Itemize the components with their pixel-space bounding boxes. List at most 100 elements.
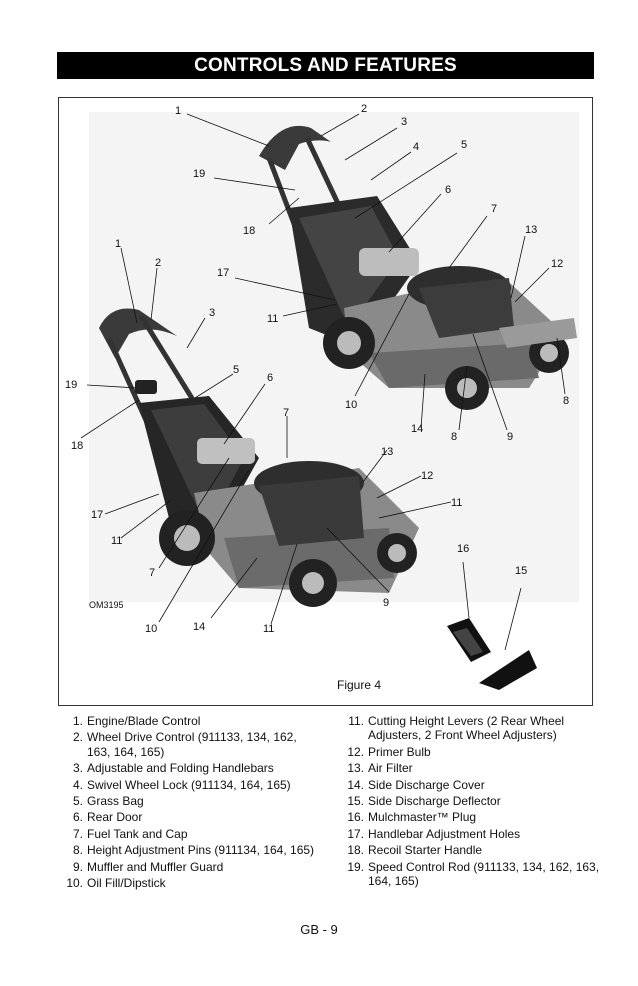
list-item: 4. Swivel Wheel Lock (911134, 164, 165) [62, 778, 322, 792]
list-item: 7. Fuel Tank and Cap [62, 827, 322, 841]
item-number: 15. [347, 794, 364, 809]
item-text: Fuel Tank and Cap [87, 826, 188, 841]
callout-label: 18 [243, 225, 256, 237]
item-text: Primer Bulb [368, 744, 431, 759]
callout-label: 13 [525, 224, 538, 236]
list-item: 10. Oil Fill/Dipstick [62, 876, 322, 890]
callout-label: 1 [115, 238, 122, 250]
callout-label: 16 [457, 543, 470, 555]
callout-label: 10 [145, 623, 158, 635]
list-item: 8. Height Adjustment Pins (911134, 164, 1… [62, 843, 322, 857]
figure-illustration: 1 2 3 4 5 19 6 7 18 13 1 2 17 12 3 11 5 … [58, 97, 593, 706]
list-item: 2. Wheel Drive Control (911133, 134, 162,… [62, 730, 322, 759]
item-text: Adjustable and Folding Handlebars [87, 761, 274, 776]
list-item: 1. Engine/Blade Control [62, 714, 322, 728]
item-number: 10. [66, 876, 83, 891]
callout-label: 15 [515, 565, 528, 577]
callout-label: 8 [563, 395, 570, 407]
callout-label: 7 [283, 407, 290, 419]
list-item: 3. Adjustable and Folding Handlebars [62, 761, 322, 775]
item-number: 9. [72, 859, 83, 874]
callout-label: 11 [111, 535, 123, 547]
callout-label: 4 [413, 141, 420, 153]
item-number: 4. [72, 777, 83, 792]
list-item: 19. Speed Control Rod (911133, 134, 162, … [343, 860, 603, 889]
callout-label: 3 [401, 116, 408, 128]
item-text: Engine/Blade Control [87, 714, 201, 728]
item-number: 8. [72, 843, 83, 858]
list-item: 13.Air Filter [343, 761, 603, 775]
item-number: 7. [72, 826, 83, 841]
item-text: Height Adjustment Pins (911134, 164, 165… [87, 843, 315, 858]
callout-label: 6 [267, 372, 274, 384]
item-text: Muffler and Muffler Guard [87, 859, 224, 874]
callout-label: 12 [551, 258, 564, 270]
rear-mower-drawing [259, 125, 577, 410]
item-number: 16. [347, 810, 364, 825]
front-mower-drawing [99, 308, 419, 607]
item-number: 13. [347, 761, 364, 776]
item-text: Mulchmaster™ Plug [368, 810, 477, 825]
item-number: 2. [72, 730, 83, 745]
callout-label: 18 [71, 440, 84, 452]
callout-label: 17 [91, 509, 104, 521]
item-text: Grass Bag [87, 794, 144, 809]
callout-label: 17 [217, 267, 230, 279]
list-item: 17.Handlebar Adjustment Holes [343, 827, 603, 841]
item-number: 5. [72, 794, 83, 809]
figure-code: OM3195 [89, 600, 124, 610]
item-text: Speed Control Rod (911133, 134, 162, 163… [368, 859, 600, 889]
callout-label: 14 [193, 621, 206, 633]
callout-label: 2 [155, 257, 162, 269]
callout-label: 7 [149, 567, 156, 579]
callout-label: 19 [65, 379, 78, 391]
callout-label: 7 [491, 203, 498, 215]
item-number: 19. [347, 859, 364, 874]
callout-label: 8 [451, 431, 458, 443]
list-item: 12. Primer Bulb [343, 745, 603, 759]
item-text: Wheel Drive Control (911133, 134, 162, 1… [87, 730, 297, 759]
item-text: Side Discharge Deflector [368, 794, 501, 809]
list-item: 16. Mulchmaster™ Plug [343, 810, 603, 824]
callout-label: 2 [361, 103, 368, 115]
page-number: GB - 9 [300, 922, 338, 937]
callout-label: 6 [445, 184, 452, 196]
list-item: 5. Grass Bag [62, 794, 322, 808]
callout-label: 11 [267, 313, 279, 325]
callout-label: 11 [451, 497, 463, 509]
item-number: 11. [348, 714, 364, 728]
mower-illustration [80, 112, 579, 690]
mulch-plug-and-deflector-drawing [447, 618, 537, 690]
list-item: 15. Side Discharge Deflector [343, 794, 603, 808]
callout-label: 14 [411, 423, 424, 435]
callout-label: 13 [381, 446, 394, 458]
item-text: Rear Door [87, 810, 143, 825]
features-list-right: 11. Cutting Height Levers (2 Rear Wheel A… [343, 714, 603, 890]
list-item: 14. Side Discharge Cover [343, 778, 603, 792]
item-text: Recoil Starter Handle [368, 843, 483, 858]
callout-label: 1 [175, 105, 182, 117]
item-text: Oil Fill/Dipstick [87, 876, 166, 891]
callout-label: 3 [209, 307, 216, 319]
callout-label: 12 [421, 470, 434, 482]
item-number: 18. [347, 843, 364, 858]
callout-label: 10 [345, 399, 358, 411]
item-number: 6. [72, 810, 83, 825]
item-text: Cutting Height Levers (2 Rear Wheel Adju… [368, 714, 565, 743]
item-text: Side Discharge Cover [368, 777, 485, 792]
item-number: 3. [72, 761, 83, 776]
callout-label: 19 [193, 168, 206, 180]
callout-label: 5 [461, 139, 468, 151]
item-text: Swivel Wheel Lock (911134, 164, 165) [87, 777, 291, 792]
list-item: 18. Recoil Starter Handle [343, 843, 603, 857]
list-item: 9. Muffler and Muffler Guard [62, 860, 322, 874]
list-item: 6. Rear Door [62, 810, 322, 824]
callout-label: 9 [507, 431, 514, 443]
features-list-left: 1. Engine/Blade Control 2. Wheel Drive Con… [62, 714, 322, 892]
callout-label: 9 [383, 597, 390, 609]
item-number: 12. [347, 744, 364, 759]
callout-label: 5 [233, 364, 240, 376]
item-number: 1. [72, 714, 83, 728]
item-number: 14. [347, 777, 364, 792]
item-text: Handlebar Adjustment Holes [368, 826, 521, 841]
